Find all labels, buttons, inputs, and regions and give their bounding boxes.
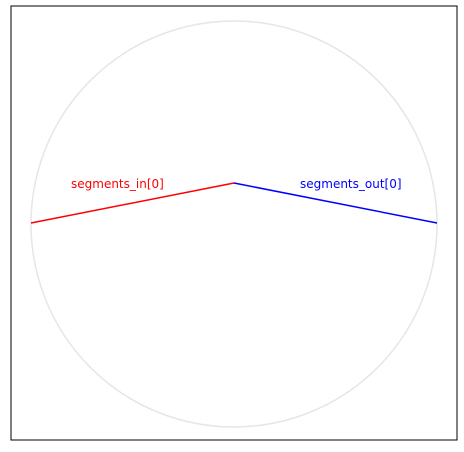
segment-in-label: segments_in[0] (71, 177, 164, 191)
plot-frame (10, 5, 458, 441)
segment-in-line (30, 182, 235, 224)
segment-out-line (233, 182, 438, 224)
reference-circle (30, 20, 438, 428)
segment-out-label: segments_out[0] (300, 177, 402, 191)
